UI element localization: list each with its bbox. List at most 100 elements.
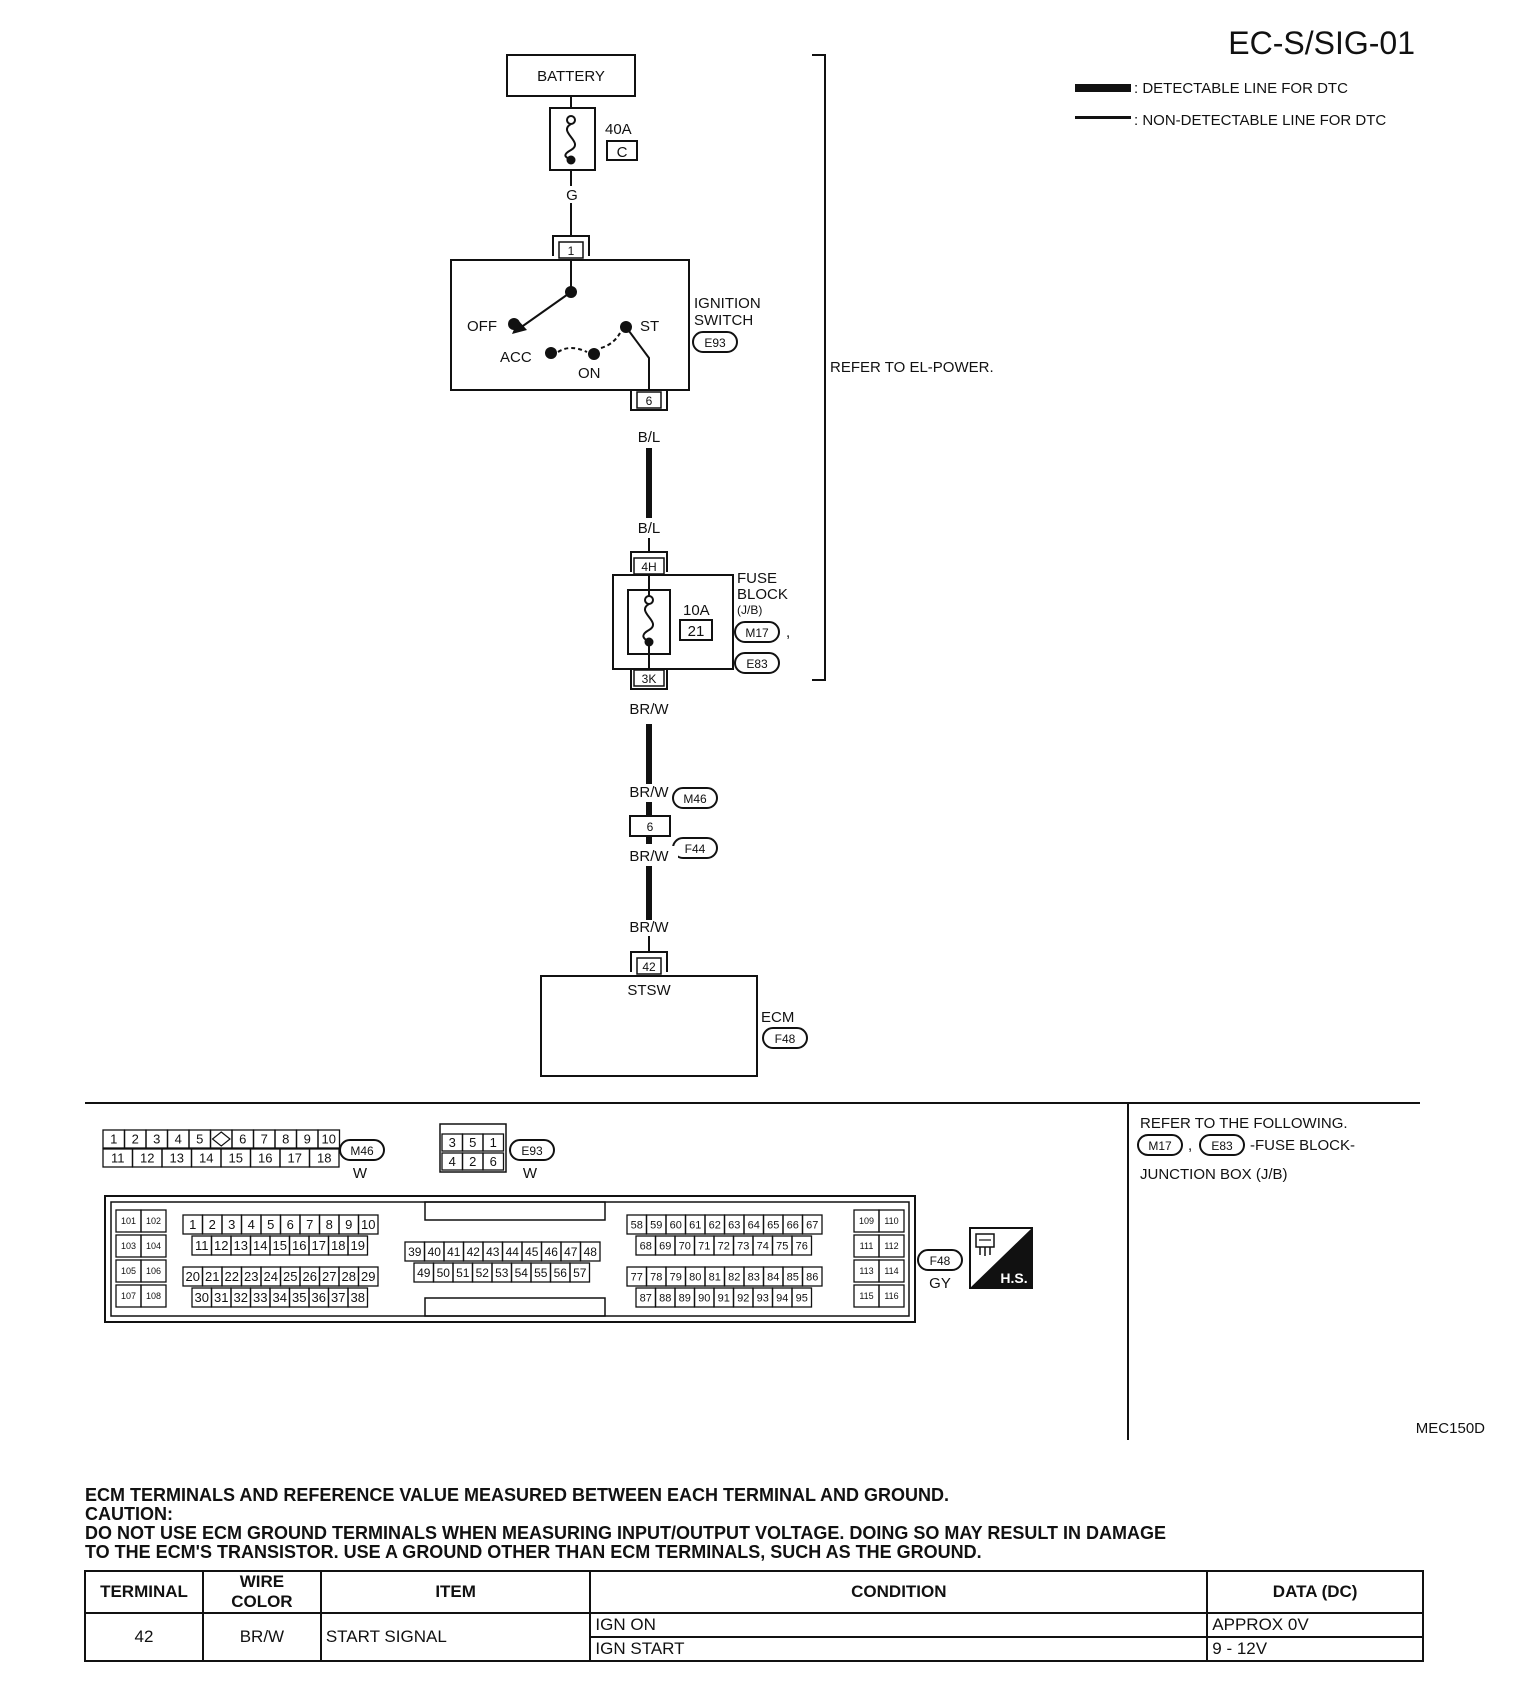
ignition-switch-arrow	[512, 320, 527, 334]
connector-pin-number: 10	[361, 1217, 375, 1232]
connector-f48-code: F48	[930, 1254, 951, 1268]
connector-pin-number: 90	[698, 1292, 710, 1304]
connector-pin-number: 67	[806, 1219, 818, 1231]
connector-pin-number: 91	[718, 1292, 730, 1304]
main-fuse-box	[549, 107, 596, 171]
connector-pin-cell	[878, 1209, 905, 1233]
connector-pin-number: 58	[631, 1219, 643, 1231]
connector-pin-number: 29	[361, 1269, 375, 1284]
refer-following-m17: M17	[1148, 1139, 1172, 1153]
connector-pin-cell	[791, 1287, 813, 1308]
connector-pin-cell	[347, 1287, 369, 1308]
ecm-label: ECM	[761, 1009, 794, 1026]
connector-pin-number: 60	[670, 1219, 682, 1231]
connector-pin-number: 94	[776, 1292, 788, 1304]
connector-pin-number: 11	[111, 1151, 125, 1166]
connector-pin-number: 86	[806, 1271, 818, 1283]
note-line-1: ECM TERMINALS AND REFERENCE VALUE MEASUR…	[85, 1485, 950, 1505]
refer-bracket	[812, 54, 826, 681]
refer-following-separator: ,	[1188, 1137, 1192, 1154]
connector-pin-number: 88	[659, 1292, 671, 1304]
connector-pin-number: 7	[261, 1132, 268, 1147]
connector-pin-cell	[140, 1284, 167, 1308]
battery-label: BATTERY	[537, 68, 605, 85]
legend-detectable-label: : DETECTABLE LINE FOR DTC	[1134, 80, 1348, 97]
refer-power-label: REFER TO EL-POWER.	[830, 359, 994, 376]
connector-pin-number: 102	[146, 1216, 161, 1226]
connector-pin-number: 55	[534, 1266, 548, 1280]
connector-pin-cell	[317, 1129, 341, 1149]
connector-pin-number: 113	[859, 1266, 873, 1276]
connector-pin-number: 65	[767, 1219, 779, 1231]
connector-pin-cell	[878, 1284, 905, 1308]
refer-following-line-3: JUNCTION BOX (J/B)	[1140, 1166, 1288, 1183]
fuse-block-connector-e83: E83	[746, 657, 768, 671]
connector-pin-number: 114	[884, 1266, 898, 1276]
connector-pin-number: 12	[140, 1151, 154, 1166]
connector-m46-color: W	[353, 1165, 368, 1182]
connector-pin-number: 7	[306, 1217, 313, 1232]
junction-connector-m46: M46	[683, 792, 707, 806]
connector-pin-number: 34	[273, 1290, 287, 1305]
connector-pin-number: 27	[322, 1269, 336, 1284]
connector-pin-cell	[308, 1148, 340, 1168]
connector-pin-cell	[801, 1266, 823, 1287]
table-row: IGN START 9 - 12V	[85, 1636, 1424, 1662]
hs-connector-icon	[975, 1233, 995, 1256]
connector-pin-number: 61	[689, 1219, 701, 1231]
connector-e93-outline	[439, 1123, 507, 1173]
fuse-block-number: 21	[688, 623, 705, 640]
connector-pin-number: 2	[132, 1132, 139, 1147]
connector-pin-number: 42	[467, 1245, 481, 1259]
connector-pin-number: 44	[506, 1245, 520, 1259]
connector-pin-number: 28	[342, 1269, 356, 1284]
connector-pin-number: 48	[584, 1245, 598, 1259]
connector-pin-cell	[791, 1235, 813, 1256]
connector-pin-cell	[347, 1235, 369, 1256]
connector-pin-number: 105	[121, 1266, 136, 1276]
fuse-block-separator: ,	[786, 624, 790, 641]
connector-pin-number: 66	[787, 1219, 799, 1231]
main-fuse-element	[564, 123, 576, 161]
connector-pin-number: 8	[326, 1217, 333, 1232]
diagram-id: MEC150D	[1416, 1420, 1485, 1437]
connector-pin-number: 93	[757, 1292, 769, 1304]
connector-pin-number: 54	[515, 1266, 529, 1280]
cell-condition-2: IGN START	[589, 1636, 1209, 1662]
connector-pin-number: 45	[525, 1245, 539, 1259]
connector-pin-number: 13	[170, 1151, 184, 1166]
junction-connector-box	[629, 815, 671, 837]
connector-pin-number: 56	[554, 1266, 568, 1280]
hs-badge-label: H.S.	[1000, 1270, 1027, 1286]
page-title: EC-S/SIG-01	[1228, 25, 1415, 61]
connector-pin-number: 57	[573, 1266, 587, 1280]
refer-following-line-1: REFER TO THE FOLLOWING.	[1140, 1115, 1348, 1132]
connector-pin-number: 77	[631, 1271, 643, 1283]
connector-f48-outline	[104, 1195, 916, 1323]
ignition-pos-st: ST	[640, 318, 659, 335]
connector-pin-number: 30	[195, 1290, 209, 1305]
ignition-pos-on: ON	[578, 365, 601, 382]
connector-pin-cell	[140, 1209, 167, 1233]
connector-pin-number: 38	[351, 1290, 365, 1305]
connector-pin-number: 4	[175, 1132, 182, 1147]
cell-data-2: 9 - 12V	[1206, 1636, 1424, 1662]
connector-pin-number: 83	[748, 1271, 760, 1283]
connector-pin-number: 76	[796, 1240, 808, 1252]
connector-pin-number: 3	[449, 1135, 456, 1150]
legend-non-detectable-swatch	[1075, 116, 1131, 119]
legend-detectable-swatch	[1075, 84, 1131, 92]
connector-pin-number: 2	[469, 1154, 476, 1169]
connector-pin-number: 106	[146, 1266, 161, 1276]
connector-pin-cell	[878, 1234, 905, 1258]
ignition-pos-off: OFF	[467, 318, 497, 335]
connector-pin-number: 73	[737, 1240, 749, 1252]
connector-pin-number: 16	[292, 1238, 306, 1253]
connector-pin-number: 89	[679, 1292, 691, 1304]
wire-bl-label-bottom: B/L	[638, 520, 661, 537]
connector-pin-number: 75	[776, 1240, 788, 1252]
connector-pin-number: 25	[283, 1269, 297, 1284]
connector-m46-code: M46	[350, 1144, 374, 1158]
connector-pin-number: 84	[767, 1271, 779, 1283]
connector-pin-number: 4	[248, 1217, 255, 1232]
